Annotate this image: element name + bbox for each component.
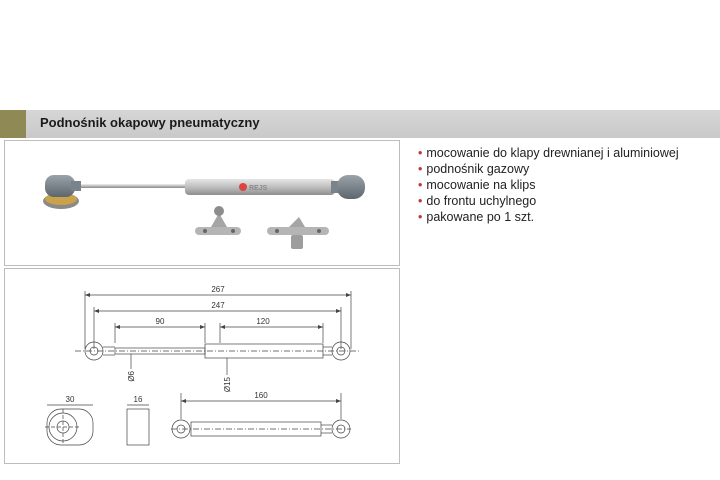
clip-bracket-right [267,217,329,249]
strut-rod [81,184,187,188]
brand-logo-text: REJS [249,185,268,192]
list-item: •podnośnik gazowy [418,162,530,176]
list-item: •pakowane po 1 szt. [418,210,535,224]
strut-cylinder: REJS [185,179,335,195]
header-bar: Podnośnik okapowy pneumatyczny [0,110,720,138]
dim-label-body: 247 [211,301,225,310]
dim-label-end-thickness: 16 [134,395,143,404]
technical-drawing: 267 247 90 120 Ø6 Ø15 30 16 160 [4,268,400,464]
strut-left-end [43,175,81,209]
dim-label-total: 267 [211,285,225,294]
dim-label-rod: 90 [156,317,165,326]
dimension-drawing: 267 247 90 120 Ø6 Ø15 30 16 160 [45,285,361,446]
dim-label-cylinder-diameter: Ø15 [223,376,232,392]
feature-list: •mocowanie do klapy drewnianej i alumini… [418,145,679,225]
dim-label-compressed: 160 [254,391,268,400]
product-photo: REJS [4,140,400,266]
strut-right-end [331,175,365,199]
dim-label-cylinder: 120 [256,317,270,326]
clip-bracket-left [195,206,241,235]
dim-label-rod-diameter: Ø6 [127,370,136,381]
brand-logo-icon [239,183,247,191]
list-item: •do frontu uchylnego [418,194,537,208]
list-item: •mocowanie do klapy drewnianej i alumini… [418,146,679,160]
page-title: Podnośnik okapowy pneumatyczny [40,115,260,130]
dim-label-end-width: 30 [66,395,75,404]
header-accent [0,110,26,138]
gas-strut-photo: REJS [43,175,365,249]
list-item: •mocowanie na klips [418,178,536,192]
